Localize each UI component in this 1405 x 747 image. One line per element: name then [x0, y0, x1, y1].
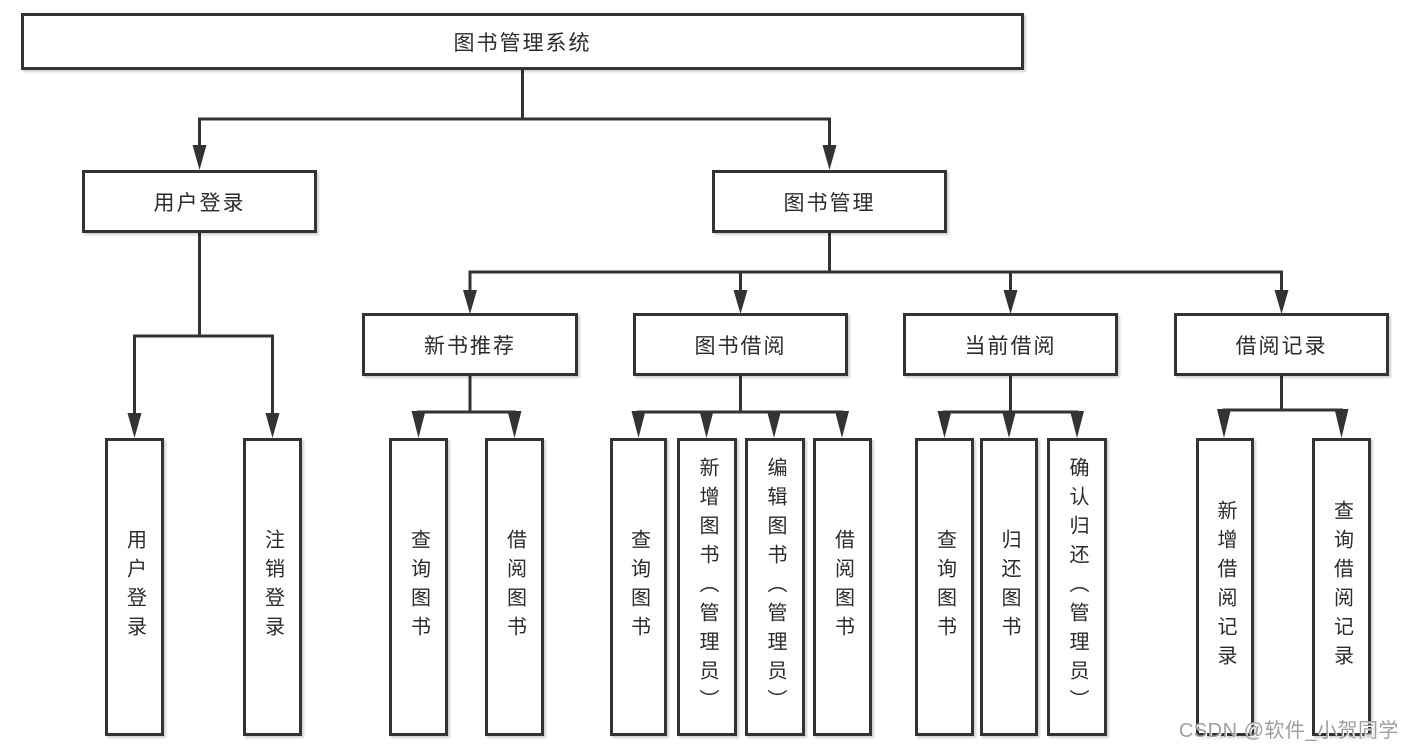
leaf-user-login: 用户登录: [105, 438, 164, 736]
node-label: 确认归还（管理员）: [1066, 456, 1088, 718]
node-label: 图书管理系统: [453, 31, 592, 55]
node-label: 图书管理: [783, 191, 876, 215]
arrowhead-icons: [127, 145, 1349, 438]
leaf-recommend-borrow-books: 借阅图书: [485, 438, 544, 736]
node-borrow-records: 借阅记录: [1174, 313, 1389, 376]
arrowhead-icon: [463, 290, 477, 314]
node-new-book-recommend: 新书推荐: [362, 313, 578, 376]
node-label: 注销登录: [261, 529, 284, 645]
arrowhead-icon: [265, 413, 280, 438]
node-label: 查询图书: [407, 529, 430, 645]
node-label: 归还图书: [998, 529, 1020, 645]
arrowhead-icon: [192, 145, 207, 170]
leaf-borrow-borrow-books: 借阅图书: [813, 438, 872, 736]
arrowhead-icon: [1002, 411, 1016, 438]
leaf-borrow-edit-books-admin: 编辑图书（管理员）: [745, 438, 805, 736]
leaf-current-confirm-return-admin: 确认归还（管理员）: [1047, 438, 1107, 736]
node-label: 用户登录: [123, 529, 146, 645]
arrowhead-icon: [631, 411, 646, 438]
node-label: 查询图书: [627, 529, 650, 645]
node-book-management: 图书管理: [712, 170, 947, 233]
node-label: 当前借阅: [964, 334, 1057, 358]
arrowhead-icon: [767, 411, 781, 438]
watermark: CSDN @软件_小贺同学: [1178, 720, 1399, 742]
leaf-current-return-books: 归还图书: [980, 438, 1038, 736]
node-label: 借阅图书: [831, 529, 854, 645]
arrowhead-icon: [937, 411, 952, 438]
arrowhead-icon: [411, 411, 426, 438]
leaf-borrow-add-books-admin: 新增图书（管理员）: [677, 438, 737, 736]
node-label: 新增借阅记录: [1214, 500, 1236, 674]
leaf-logout: 注销登录: [243, 438, 302, 736]
arrowhead-icon: [822, 145, 837, 170]
node-book-borrow: 图书借阅: [633, 313, 848, 376]
node-current-borrow: 当前借阅: [903, 313, 1118, 376]
node-label: 编辑图书（管理员）: [764, 456, 786, 718]
arrowhead-icon: [507, 411, 522, 438]
arrowhead-icon: [1070, 411, 1084, 438]
arrowhead-icon: [1334, 409, 1349, 438]
node-label: 图书借阅: [694, 334, 787, 358]
arrowhead-icon: [699, 411, 714, 438]
arrowhead-icon: [1274, 290, 1289, 314]
leaf-recommend-query-books: 查询图书: [389, 438, 448, 736]
node-library-system: 图书管理系统: [21, 13, 1024, 70]
node-label: 查询借阅记录: [1330, 500, 1353, 674]
arrowhead-icon: [1217, 409, 1231, 438]
node-label: 借阅图书: [503, 529, 526, 645]
node-label: 查询图书: [933, 529, 956, 645]
node-user-login-branch: 用户登录: [82, 170, 317, 233]
arrowhead-icon: [1003, 290, 1018, 314]
arrowhead-icon: [835, 411, 849, 438]
leaf-borrow-query-books: 查询图书: [610, 438, 667, 736]
leaf-records-add-record: 新增借阅记录: [1196, 438, 1254, 736]
leaf-current-query-books: 查询图书: [915, 438, 974, 736]
arrowhead-icon: [733, 290, 748, 314]
node-label: 新增图书（管理员）: [696, 456, 718, 718]
node-label: 新书推荐: [424, 334, 516, 358]
node-label: 借阅记录: [1235, 334, 1328, 358]
leaf-records-query-record: 查询借阅记录: [1312, 438, 1371, 736]
node-label: 用户登录: [153, 191, 246, 215]
arrowhead-icon: [127, 413, 142, 438]
